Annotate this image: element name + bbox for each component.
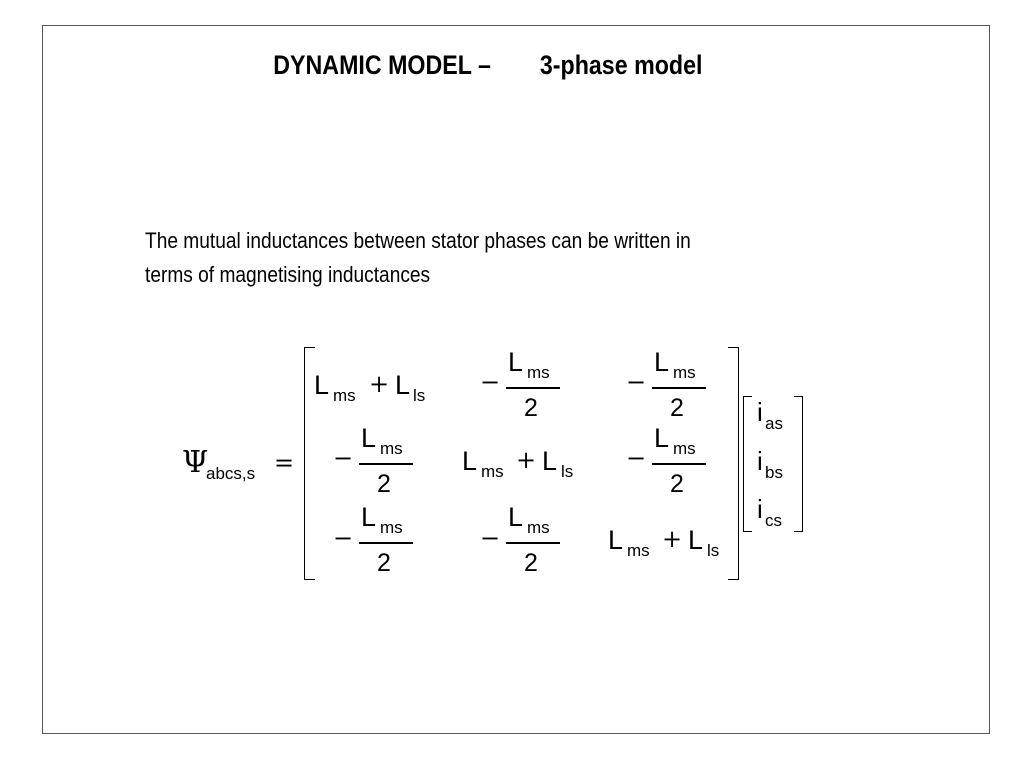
body-paragraph: The mutual inductances between stator ph… [145,224,691,292]
body-line-1: The mutual inductances between stator ph… [145,228,691,253]
psi-subscript: abcs,s [206,464,256,483]
slide-title: DYNAMIC MODEL – 3-phase model [69,50,950,94]
equals-sign: = [274,449,295,477]
slide-frame [42,25,990,734]
psi-symbol: Ψ [182,445,209,480]
body-line-2: terms of magnetising inductances [145,262,431,287]
title-sub: 3-phase model [539,50,703,80]
vector-right-bracket [794,396,803,532]
matrix-right-bracket [728,347,739,580]
title-main: DYNAMIC MODEL – [273,50,491,80]
vector-left-bracket [743,396,752,532]
matrix-left-bracket [304,347,315,580]
